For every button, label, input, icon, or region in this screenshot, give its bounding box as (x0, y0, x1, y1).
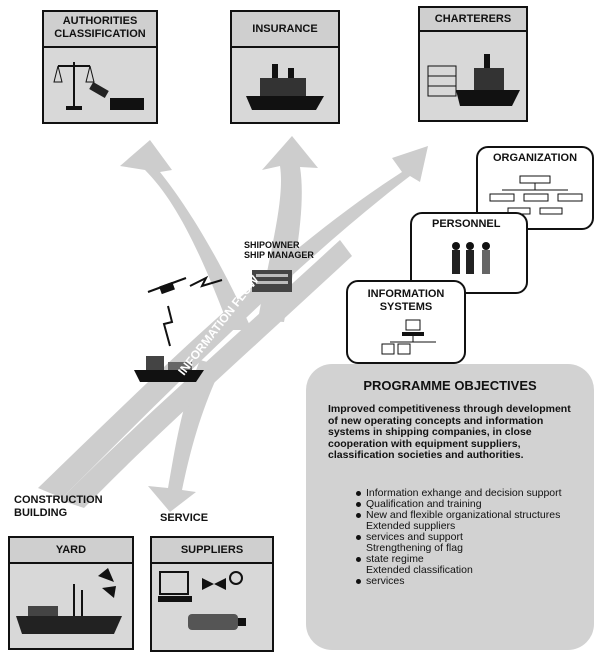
objectives-intro: Improved competitiveness through develop… (328, 403, 571, 461)
objective-item: services and support (356, 532, 576, 543)
objective-item: Information exhange and decision support (356, 488, 576, 499)
programme-objectives-panel: PROGRAMME OBJECTIVES Improved competitiv… (306, 364, 594, 650)
authorities-image (44, 48, 156, 122)
objective-item: New and flexible organizational structur… (356, 510, 576, 521)
objective-item: Strengthening of flag (366, 542, 463, 554)
construction-label: CONSTRUCTION BUILDING (14, 494, 103, 519)
container-ship-icon (427, 54, 520, 106)
suppliers-box: SUPPLIERS (150, 536, 274, 652)
charterers-box: CHARTERERS (418, 6, 528, 122)
link-satellite-office (189, 275, 223, 288)
flow-band-lower (60, 240, 352, 508)
objective-item: state regime (356, 554, 576, 565)
objective-item: Qualification and training (356, 499, 576, 510)
link-satellite-ship (162, 305, 174, 347)
yard-box: YARD (8, 536, 134, 650)
flow-arrow-service (148, 360, 222, 512)
office-building-icon (252, 270, 292, 292)
information-systems-box: INFORMATION SYSTEMS (346, 280, 466, 364)
shipyard-icon (16, 568, 122, 634)
flow-arrow-authorities (120, 140, 252, 330)
authorities-title: AUTHORITIES CLASSIFICATION (44, 12, 156, 48)
objectives-title: PROGRAMME OBJECTIVES (363, 378, 537, 393)
equipment-icon (158, 571, 246, 630)
personnel-title: PERSONNEL (430, 218, 503, 231)
objective-item: services (356, 576, 576, 587)
authorities-box: AUTHORITIES CLASSIFICATION (42, 10, 158, 124)
objective-item: Extended classification (366, 564, 473, 576)
yard-image (10, 564, 132, 648)
shipowner-label: SHIPOWNER SHIP MANAGER (244, 240, 314, 260)
organization-title: ORGANIZATION (492, 152, 578, 164)
service-label: SERVICE (160, 512, 209, 524)
insurance-box: INSURANCE (230, 10, 340, 124)
suppliers-image (152, 564, 272, 650)
objectives-list: Information exhange and decision support… (356, 488, 576, 587)
computer-network-icon (381, 319, 436, 355)
people-icon (452, 242, 490, 274)
information-systems-title: INFORMATION SYSTEMS (367, 288, 445, 313)
insurance-image (232, 48, 338, 122)
charterers-title: CHARTERERS (420, 8, 526, 32)
objective-item: Extended suppliers (366, 520, 456, 532)
org-chart-icon (489, 175, 583, 215)
charterers-image (420, 32, 526, 120)
scales-gavel-book-icon (53, 62, 144, 110)
suppliers-title: SUPPLIERS (152, 538, 272, 564)
ship-icon (246, 64, 324, 110)
satellite-icon (147, 277, 187, 295)
cargo-ship-icon (134, 356, 204, 382)
insurance-title: INSURANCE (232, 12, 338, 48)
yard-title: YARD (10, 538, 132, 564)
